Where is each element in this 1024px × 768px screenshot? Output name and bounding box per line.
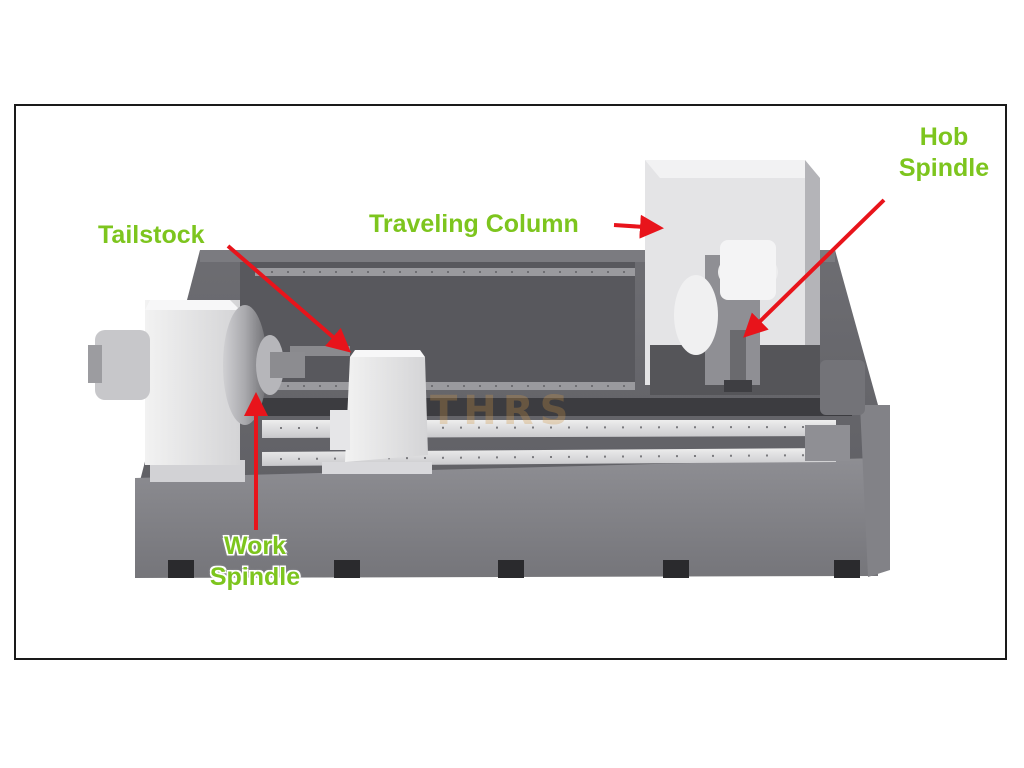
- watermark-logo: THRS: [430, 388, 575, 434]
- hob-spindle-arrow: [743, 198, 886, 338]
- traveling-column-body: [645, 160, 820, 395]
- hob-spindle-label: Hob Spindle: [888, 122, 1000, 184]
- callout-arrows: [226, 198, 886, 530]
- tailstock-label: Tailstock: [98, 221, 205, 249]
- work-spindle-label-line1: Work: [223, 532, 287, 560]
- hob-spindle-label-line1: Hob: [919, 123, 969, 151]
- traveling-column-arrow: [613, 214, 664, 239]
- hob-spindle-label-line2: Spindle: [898, 154, 990, 182]
- work-spindle-label: Work Spindle: [196, 531, 314, 593]
- tailstock-body: [290, 346, 432, 474]
- work-spindle-label-line2: Spindle: [209, 563, 301, 591]
- tailstock-arrow: [226, 244, 352, 353]
- work-spindle-body: [88, 300, 305, 482]
- traveling-column-label: Traveling Column: [369, 210, 579, 238]
- machine-feet: [168, 560, 860, 578]
